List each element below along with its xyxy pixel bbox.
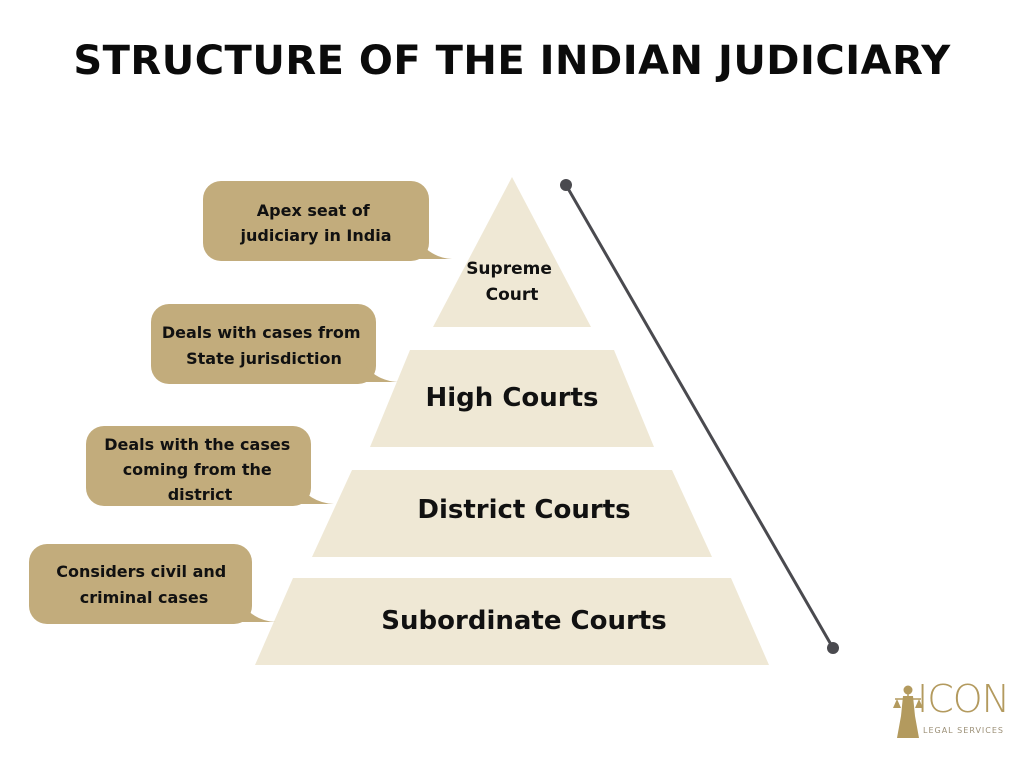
callout-line: Deals with the cases <box>104 435 290 454</box>
page-title: STRUCTURE OF THE INDIAN JUDICIARY <box>73 38 951 84</box>
callout-line: Apex seat of <box>257 201 371 220</box>
svg-text:Apex seat of judiciary i: Apex seat of judiciary in India <box>240 201 392 245</box>
lady-justice-icon <box>893 685 923 738</box>
supreme-court-label-line: Supreme <box>466 259 552 279</box>
supreme-court-tier <box>433 177 591 327</box>
subordinate-courts-tier <box>255 578 769 665</box>
supreme-court-label-line: Court <box>486 285 539 305</box>
svg-text:Deals with cases from St: Deals with cases from State jurisdiction <box>162 323 366 368</box>
svg-text:Deals with the cases com: Deals with the cases coming from the dis… <box>104 435 296 504</box>
callout-line: criminal cases <box>80 588 208 607</box>
hierarchy-line-bottom-dot <box>827 642 839 654</box>
subordinate-courts-label-line: Subordinate Courts <box>381 606 666 636</box>
district-courts-label: District Courts <box>417 495 630 525</box>
logo-tagline: LEGAL SERVICES <box>923 726 1004 735</box>
callout-line: Considers civil and <box>56 562 226 581</box>
hierarchy-line-top-dot <box>560 179 572 191</box>
supreme-court-callout: Apex seat of judiciary in India <box>203 181 452 261</box>
callout-line: judiciary in India <box>240 226 392 245</box>
district-courts-callout: Deals with the cases coming from the dis… <box>86 426 334 506</box>
icon-legal-services-logo: ICON LEGAL SERVICES <box>893 680 1010 742</box>
subordinate-courts-callout: Considers civil and criminal cases <box>29 544 276 624</box>
district-courts-tier <box>312 470 712 557</box>
high-courts-tier <box>370 350 654 447</box>
svg-text:Considers civil and crim: Considers civil and criminal cases <box>56 562 232 607</box>
callout-line: Deals with cases from <box>162 323 361 342</box>
callout-line: coming from the <box>123 460 272 479</box>
subordinate-courts-label: Subordinate Courts <box>381 606 666 636</box>
district-courts-label-line: District Courts <box>417 495 630 525</box>
logo-wordmark: ICON <box>917 677 1010 721</box>
high-courts-callout: Deals with cases from State jurisdiction <box>151 304 398 384</box>
hierarchy-line <box>564 184 835 649</box>
callout-line: State jurisdiction <box>186 349 342 368</box>
callout-line: district <box>168 485 233 504</box>
high-courts-label-line: High Courts <box>425 383 598 413</box>
supreme-court-label: Supreme Court <box>466 259 558 305</box>
high-courts-label: High Courts <box>425 383 598 413</box>
